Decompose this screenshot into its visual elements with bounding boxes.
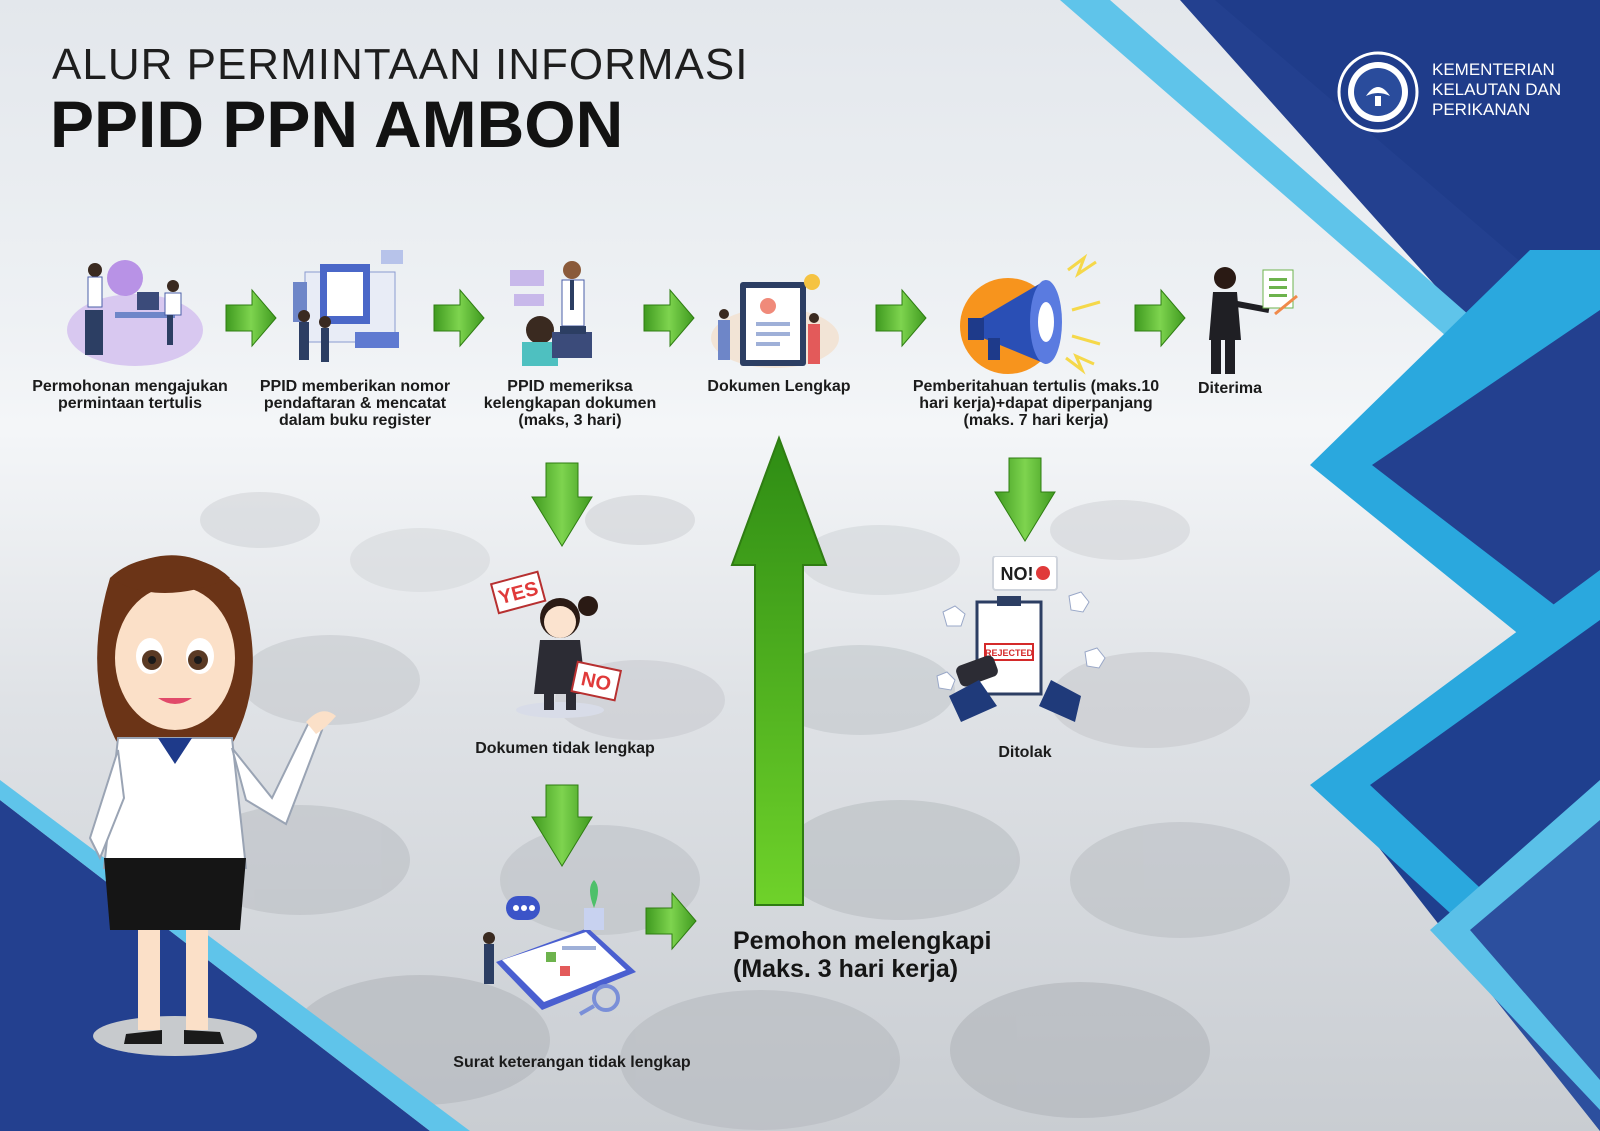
flow-arrows bbox=[225, 288, 1186, 951]
bubble-no-text: NO! bbox=[1001, 564, 1034, 584]
step-label-2: PPID memberikan nomor pendaftaran & menc… bbox=[244, 378, 466, 429]
arrow-right-6 bbox=[645, 891, 697, 951]
megaphone-icon bbox=[960, 253, 1101, 375]
step-2-line-1: PPID memberikan nomor bbox=[259, 378, 451, 395]
ministry-line2: KELAUTAN DAN bbox=[1432, 80, 1562, 99]
registration-icon bbox=[293, 250, 403, 362]
yes-no-girl-icon: YES NO bbox=[489, 570, 623, 718]
step-4-line-1: Dokumen Lengkap bbox=[707, 378, 851, 395]
step-label-3: PPID memeriksa kelengkapan dokumen (maks… bbox=[466, 378, 674, 429]
step-5-line-3: (maks. 7 hari kerja) bbox=[963, 412, 1109, 429]
step-label-6: Diterima bbox=[1180, 380, 1280, 397]
accepted-woman-icon bbox=[1209, 267, 1298, 374]
stamp-rejected-text: REJECTED bbox=[985, 648, 1034, 658]
applicant-complete-note: Pemohon melengkapi (Maks. 3 hari kerja) bbox=[733, 927, 991, 983]
ministry-name: KEMENTERIAN KELAUTAN DAN PERIKANAN bbox=[1432, 60, 1561, 120]
step-2-line-3: dalam buku register bbox=[278, 412, 432, 429]
step-5-line-2: hari kerja)+dapat diperpanjang bbox=[919, 395, 1153, 412]
document-check-icon bbox=[510, 261, 592, 366]
ministry-line1: KEMENTERIAN bbox=[1432, 60, 1555, 79]
office-workers-icon bbox=[67, 260, 203, 366]
arrow-right-5 bbox=[1134, 288, 1186, 348]
step-label-4: Dokumen Lengkap bbox=[684, 378, 874, 395]
page-title-line1: ALUR PERMINTAAN INFORMASI bbox=[52, 40, 749, 89]
arrow-right-2 bbox=[433, 288, 485, 348]
step-1-line-2: permintaan tertulis bbox=[57, 395, 203, 412]
step-5-line-1: Pemberitahuan tertulis (maks.10 bbox=[912, 378, 1160, 395]
arrow-up-big bbox=[730, 435, 828, 906]
mascot-woman-icon bbox=[88, 555, 336, 1056]
step-3-line-2: kelengkapan dokumen bbox=[483, 395, 657, 412]
rejected-stamp-icon: NO! REJECTED bbox=[936, 556, 1106, 722]
checklist-clipboard-icon bbox=[483, 880, 636, 1016]
label-rejected: Ditolak bbox=[998, 744, 1052, 761]
step-6-line-1: Diterima bbox=[1197, 380, 1263, 397]
step-3-line-3: (maks, 3 hari) bbox=[518, 412, 622, 429]
arrow-right-4 bbox=[875, 288, 927, 348]
step-1-line-1: Permohonan mengajukan bbox=[32, 378, 228, 395]
light-chevron-1 bbox=[1310, 250, 1600, 700]
step-label-1: Permohonan mengajukan permintaan tertuli… bbox=[20, 378, 240, 412]
arrow-right-3 bbox=[643, 288, 695, 348]
ministry-line3: PERIKANAN bbox=[1432, 100, 1531, 119]
label-incomplete-document: Dokumen tidak lengkap bbox=[475, 740, 655, 757]
label-incomplete-letter: Surat keterangan tidak lengkap bbox=[453, 1054, 691, 1071]
arrow-down-3 bbox=[994, 457, 1056, 542]
applicant-note-line-1: Pemohon melengkapi bbox=[733, 927, 992, 955]
arrow-down-1 bbox=[531, 462, 593, 547]
complete-document-icon bbox=[711, 274, 839, 368]
applicant-note-line-2: (Maks. 3 hari kerja) bbox=[733, 955, 959, 983]
step-3-line-1: PPID memeriksa bbox=[507, 378, 633, 395]
arrow-right-1 bbox=[225, 288, 277, 348]
pebbles bbox=[190, 492, 1290, 1130]
kkp-emblem-icon bbox=[1337, 51, 1419, 133]
arrow-down-2 bbox=[531, 784, 593, 867]
page-title-line2: PPID PPN AMBON bbox=[50, 87, 624, 161]
step-label-5: Pemberitahuan tertulis (maks.10 hari ker… bbox=[900, 378, 1172, 429]
step-2-line-2: pendaftaran & mencatat bbox=[263, 395, 447, 412]
